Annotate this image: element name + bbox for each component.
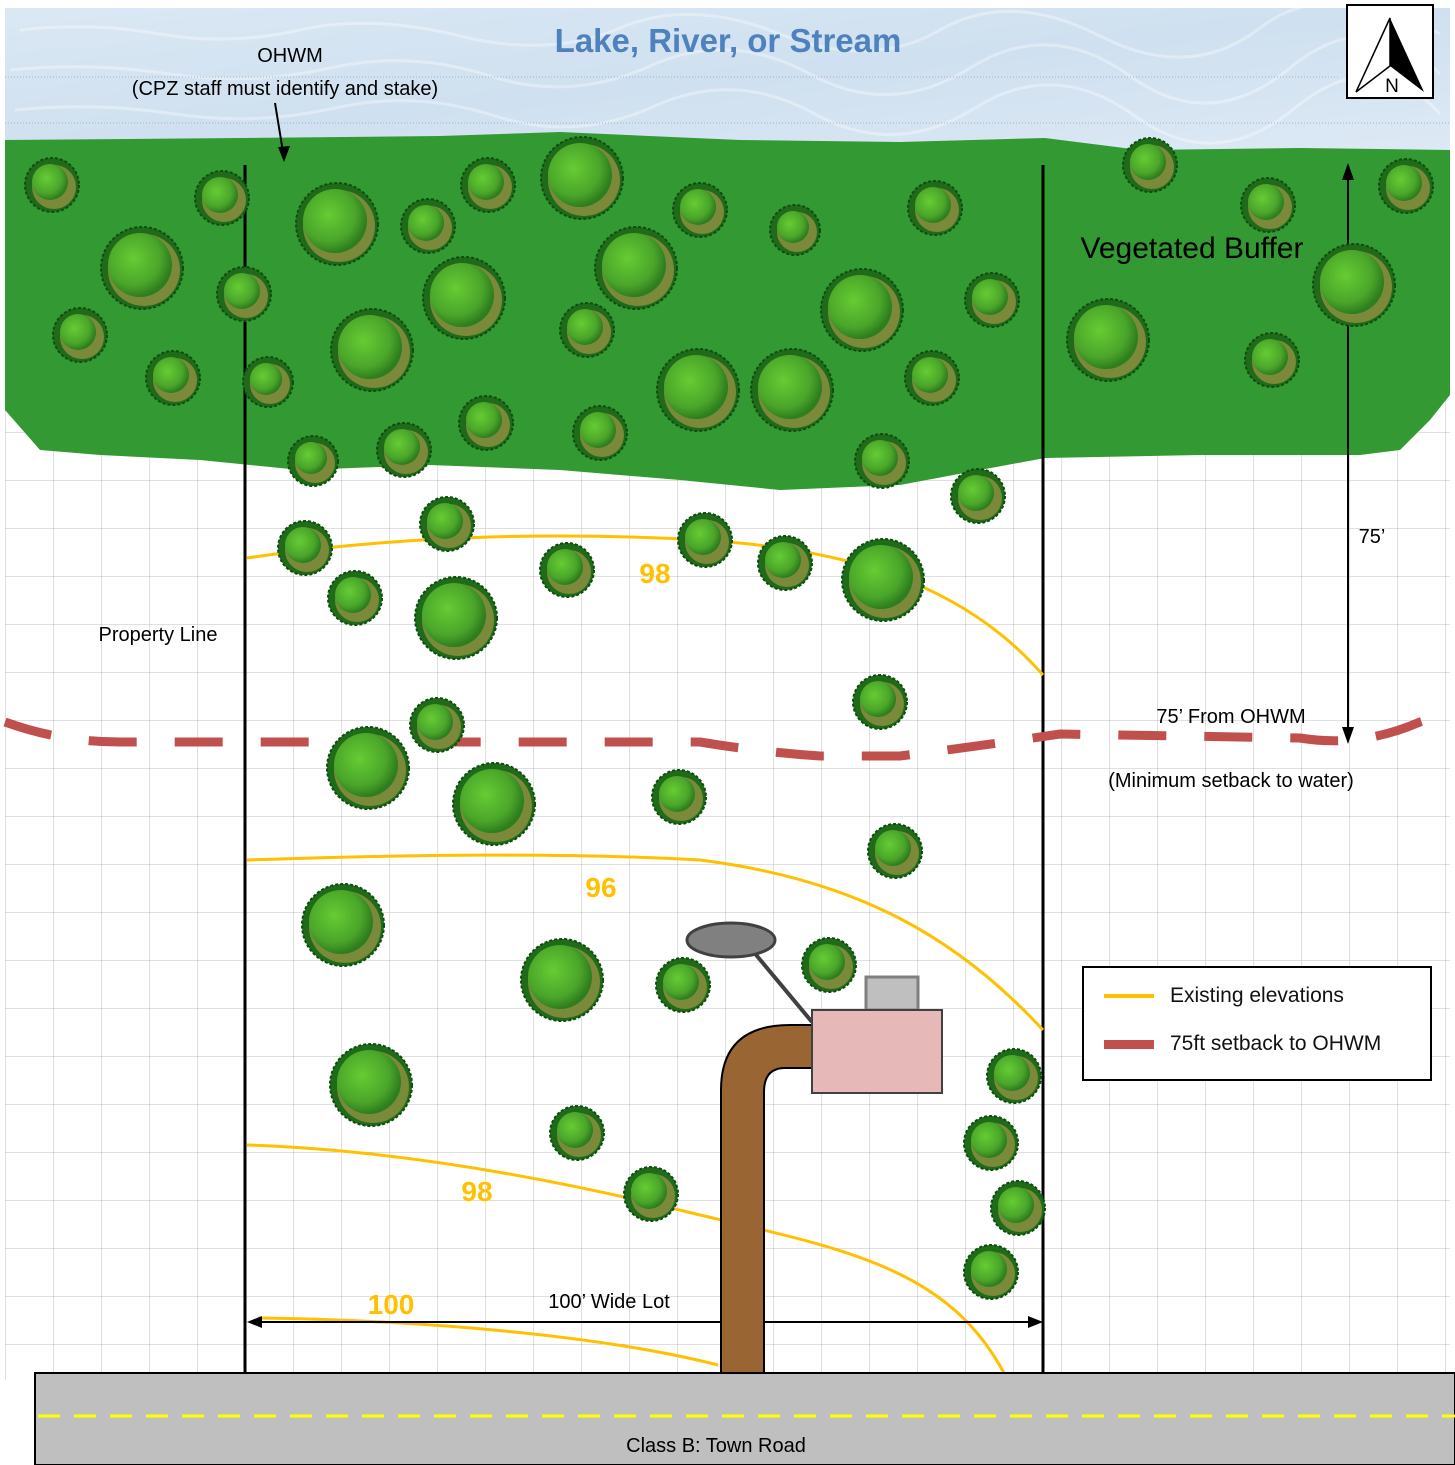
tree-icon bbox=[769, 204, 821, 256]
septic-connector bbox=[750, 948, 814, 1024]
tree-icon bbox=[841, 538, 925, 622]
tree-icon bbox=[24, 157, 80, 213]
tree-icon bbox=[460, 157, 516, 213]
tree-icon bbox=[986, 1048, 1042, 1104]
tree-icon bbox=[295, 182, 379, 266]
setback-note: (Minimum setback to water) bbox=[1108, 770, 1354, 792]
tree-icon bbox=[329, 1043, 413, 1127]
tree-icon bbox=[216, 266, 272, 322]
tree-icon bbox=[854, 433, 910, 489]
town-road bbox=[34, 1372, 1455, 1465]
tree-icon bbox=[409, 697, 465, 753]
tree-icon bbox=[327, 570, 383, 626]
property-line-label: Property Line bbox=[99, 624, 218, 646]
tree-icon bbox=[852, 674, 908, 730]
setback-line-label: 75’ From OHWM bbox=[1156, 706, 1305, 728]
tree-icon bbox=[672, 182, 728, 238]
ohwm-note: (CPZ staff must identify and stake) bbox=[132, 78, 438, 100]
trees bbox=[24, 136, 1434, 1300]
legend-item-elevations: Existing elevations bbox=[1104, 984, 1344, 1008]
tree-icon bbox=[990, 1180, 1046, 1236]
house-garage bbox=[864, 975, 920, 1012]
tree-icon bbox=[950, 468, 1006, 524]
tree-icon bbox=[242, 356, 294, 408]
tree-icon bbox=[326, 726, 410, 810]
contour-label: 100 bbox=[368, 1289, 415, 1320]
tree-icon bbox=[801, 937, 857, 993]
tree-icon bbox=[1378, 158, 1434, 214]
legend-swatch-elevations bbox=[1104, 994, 1154, 998]
ohwm-label: OHWM bbox=[257, 45, 323, 67]
contour-label: 98 bbox=[639, 558, 670, 589]
house bbox=[811, 1009, 943, 1094]
tree-icon bbox=[594, 226, 678, 310]
tree-icon bbox=[422, 256, 506, 340]
legend-label: Existing elevations bbox=[1170, 984, 1344, 1007]
tree-icon bbox=[867, 823, 923, 879]
legend-label: 75ft setback to OHWM bbox=[1170, 1032, 1382, 1055]
tree-icon bbox=[458, 395, 514, 451]
tree-icon bbox=[820, 268, 904, 352]
tree-icon bbox=[330, 308, 414, 392]
tree-icon bbox=[145, 350, 201, 406]
road-label: Class B: Town Road bbox=[626, 1435, 806, 1457]
north-letter: N bbox=[1385, 76, 1399, 97]
tree-icon bbox=[194, 170, 250, 226]
tree-icon bbox=[419, 496, 475, 552]
water-area bbox=[5, 8, 1450, 150]
tree-icon bbox=[559, 302, 615, 358]
tree-icon bbox=[376, 422, 432, 478]
tree-icon bbox=[452, 762, 536, 846]
tree-icon bbox=[287, 435, 339, 487]
tree-icon bbox=[1312, 243, 1396, 327]
tree-icon bbox=[655, 957, 711, 1013]
tree-icon bbox=[52, 307, 108, 363]
tree-icon bbox=[964, 272, 1020, 328]
setback-line bbox=[3, 707, 1452, 761]
tree-icon bbox=[651, 769, 707, 825]
contour-label: 96 bbox=[585, 872, 616, 903]
water-body-title: Lake, River, or Stream bbox=[555, 22, 902, 59]
tree-icon bbox=[757, 535, 813, 591]
tree-icon bbox=[1240, 177, 1296, 233]
water-texture bbox=[9, 0, 1442, 145]
tree-icon bbox=[963, 1244, 1019, 1300]
lot-width-label: 100’ Wide Lot bbox=[548, 1291, 670, 1313]
tree-icon bbox=[623, 1166, 679, 1222]
tree-icon bbox=[963, 1115, 1019, 1171]
setback-distance-label: 75’ bbox=[1359, 526, 1386, 548]
tree-icon bbox=[540, 136, 624, 220]
legend-swatch-setback bbox=[1104, 1039, 1154, 1049]
tree-icon bbox=[677, 512, 733, 568]
tree-icon bbox=[1244, 332, 1300, 388]
tree-icon bbox=[750, 348, 834, 432]
tree-icon bbox=[400, 198, 456, 254]
legend-item-setback: 75ft setback to OHWM bbox=[1104, 1032, 1381, 1056]
tree-icon bbox=[301, 883, 385, 967]
tree-icon bbox=[904, 350, 960, 406]
driveway bbox=[720, 1024, 813, 1376]
tree-icon bbox=[277, 520, 333, 576]
tree-icon bbox=[100, 226, 184, 310]
north-arrow: N bbox=[1346, 4, 1434, 99]
tree-icon bbox=[1066, 298, 1150, 382]
tree-icon bbox=[520, 938, 604, 1022]
tree-icon bbox=[907, 180, 963, 236]
tree-icon bbox=[414, 576, 498, 660]
tree-icon bbox=[1122, 137, 1178, 193]
buffer-label: Vegetated Buffer bbox=[1081, 232, 1304, 265]
tree-icon bbox=[572, 405, 628, 461]
septic-system bbox=[685, 921, 777, 959]
tree-icon bbox=[549, 1105, 605, 1161]
tree-icon bbox=[539, 542, 595, 598]
tree-icon bbox=[656, 348, 740, 432]
legend: Existing elevations 75ft setback to OHWM bbox=[1082, 966, 1432, 1081]
north-arrow-icon: N bbox=[1355, 17, 1424, 97]
contour-label: 98 bbox=[461, 1176, 492, 1207]
